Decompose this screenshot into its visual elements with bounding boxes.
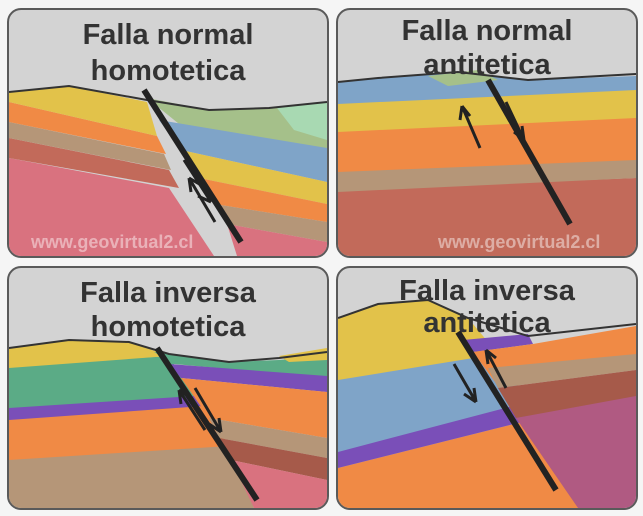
panel-normal-synthetic: Falla normal homotetica www.geovirtual2.… — [7, 8, 329, 258]
panel-title-line2: homotetica — [9, 310, 327, 344]
watermark: www.geovirtual2.cl — [31, 232, 193, 253]
panel-normal-antithetic: Falla normal antitetica www.geovirtual2.… — [336, 8, 638, 258]
panel-reverse-synthetic: Falla inversa homotetica — [7, 266, 329, 510]
watermark: www.geovirtual2.cl — [438, 232, 600, 253]
panel-title-line1: Falla inversa — [338, 274, 636, 308]
panel-title-line2: antitetica — [338, 306, 636, 340]
panel-title-line1: Falla normal — [338, 14, 636, 48]
panel-reverse-antithetic: Falla inversa antitetica — [336, 266, 638, 510]
panel-title-line2: homotetica — [9, 54, 327, 88]
panel-title-line1: Falla normal — [9, 18, 327, 52]
panel-title-line2: antitetica — [338, 48, 636, 82]
panel-title-line1: Falla inversa — [9, 276, 327, 310]
